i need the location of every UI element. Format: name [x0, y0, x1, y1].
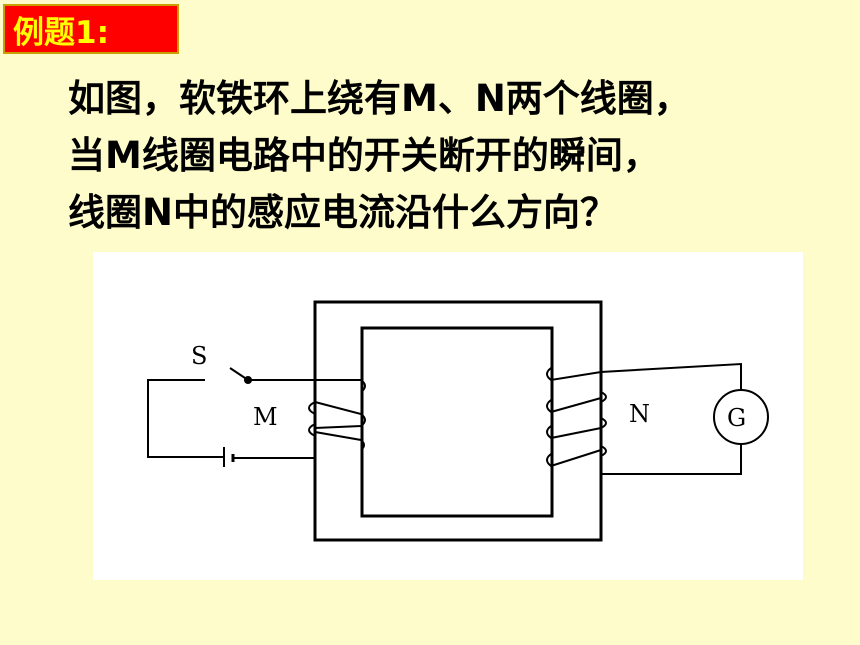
example-title-box: 例题1:: [3, 4, 179, 54]
coil-n-label: N: [629, 400, 650, 428]
circuit-figure: S M N G: [93, 252, 803, 580]
question-line-1: 如图，软铁环上绕有M、N两个线圈，: [68, 77, 691, 120]
question-line-2: 当M线圈电路中的开关断开的瞬间，: [68, 134, 660, 177]
question-text: 如图，软铁环上绕有M、N两个线圈， 当M线圈电路中的开关断开的瞬间， 线圈N中的…: [68, 70, 858, 241]
iron-core-outer: [313, 300, 603, 542]
circuit-diagram: S M N G: [147, 300, 769, 542]
coil-n-circuit: [546, 362, 769, 475]
coil-m-label: M: [253, 403, 278, 431]
coil-m-circuit: [147, 367, 366, 467]
galvanometer: [713, 389, 769, 445]
iron-core-inner: [360, 326, 554, 518]
question-line-3: 线圈N中的感应电流沿什么方向？: [68, 191, 617, 234]
example-title: 例题1:: [13, 14, 109, 51]
switch-label: S: [191, 342, 207, 370]
galvanometer-label: G: [727, 404, 746, 432]
